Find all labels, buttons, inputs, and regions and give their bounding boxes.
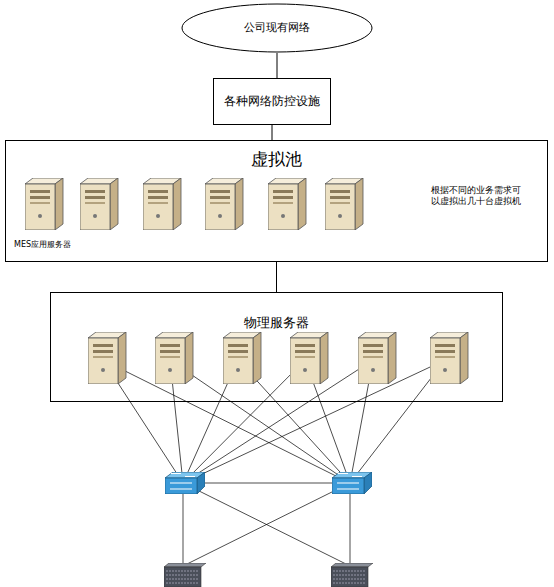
storage-icon [164,563,206,587]
node-title: 物理服务器 [51,315,502,331]
server-icon [25,178,63,230]
server-icon [155,332,193,384]
connector-line [277,53,278,78]
server-icon [325,178,363,230]
server-icon [143,178,181,230]
mesh-wires [103,360,445,566]
switch-icon [332,472,372,494]
firewall-box: 各种网络防控设施 [213,78,331,125]
server-icon [290,332,328,384]
node-note: 根据不同的业务需求可 以虚拟出几十台虚拟机 [431,185,527,208]
connector-line [272,125,273,140]
node-title: 虚拟池 [6,149,547,170]
server-icon [430,332,468,384]
connector-line [276,262,277,292]
node-title: 各种网络防控设施 [214,79,330,124]
node-title: 公司现有网络 [181,3,373,53]
server-icon [80,178,118,230]
server-icon [205,178,243,230]
virtual-pool-box: 虚拟池根据不同的业务需求可 以虚拟出几十台虚拟机 [5,140,548,262]
server-icon [268,178,306,230]
switch-icon [165,472,205,494]
server-icon [88,332,126,384]
network-ellipse: 公司现有网络 [181,3,373,53]
storage-icon [331,563,373,587]
server-label: MES应用服务器 [14,239,71,250]
ellipse-shape [182,4,372,52]
server-icon [358,332,396,384]
physical-server-box: 物理服务器 [50,292,503,402]
server-icon [223,332,261,384]
virtual-servers [25,178,363,230]
physical-servers [88,332,468,384]
